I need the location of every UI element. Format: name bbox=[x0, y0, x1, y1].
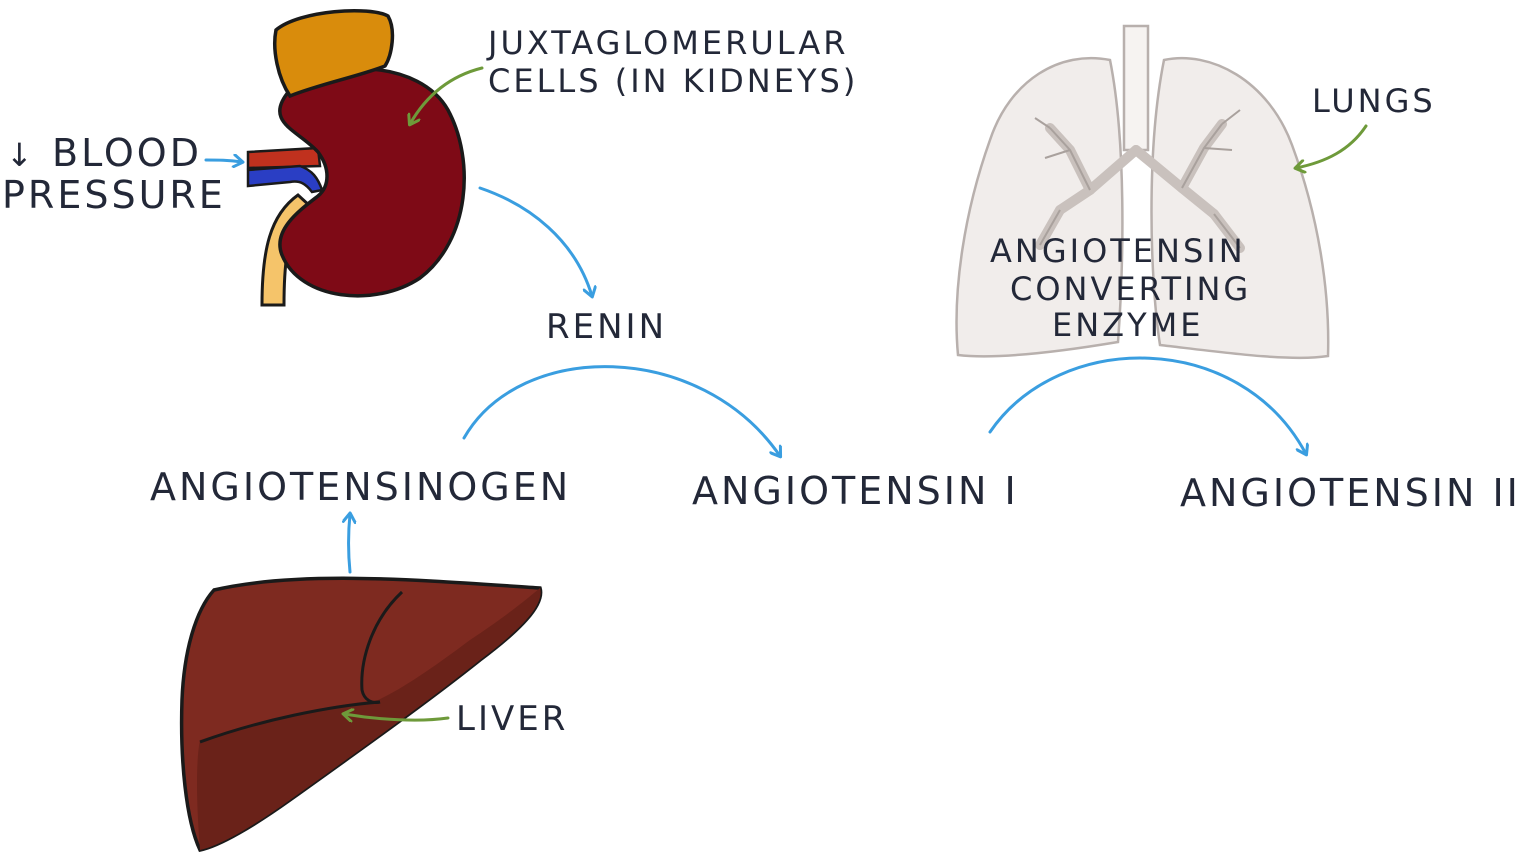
ace-label-line3: ENZYME bbox=[1052, 306, 1203, 344]
adrenal-gland bbox=[273, 8, 395, 99]
liver-pointer bbox=[344, 714, 450, 720]
kidney-illustration bbox=[246, 8, 466, 307]
liver-lobe-line bbox=[199, 700, 381, 744]
kidney-to-renin-arrow bbox=[478, 186, 592, 296]
left-lung bbox=[955, 56, 1124, 358]
lungs-illustration bbox=[955, 24, 1330, 360]
ace-label-line2: CONVERTING bbox=[1010, 270, 1251, 308]
angiotensinogen-to-angiotensin-1-arrow bbox=[462, 365, 780, 456]
angiotensin-1-to-angiotensin-2-arrow bbox=[988, 356, 1306, 454]
liver-label: LIVER bbox=[456, 699, 568, 739]
jg-cells-label-line1: JUXTAGLOMERULAR bbox=[486, 24, 848, 62]
renin-label: RENIN bbox=[546, 307, 667, 347]
trachea bbox=[1122, 24, 1150, 152]
blood-pressure-arrow: ↓ bbox=[6, 136, 36, 174]
right-lung bbox=[1150, 56, 1330, 360]
blood-pressure-label-line1: BLOOD bbox=[52, 131, 202, 175]
blood-pressure-label-line2: PRESSURE bbox=[2, 173, 226, 217]
renal-vein bbox=[246, 164, 324, 194]
angiotensinogen-label: ANGIOTENSINOGEN bbox=[150, 465, 571, 509]
liver-lobe-shadow bbox=[197, 588, 541, 850]
jg-cells-label-line2: CELLS (IN KIDNEYS) bbox=[488, 62, 858, 100]
liver-to-angiotensinogen-arrow bbox=[349, 514, 351, 574]
lungs-pointer bbox=[1296, 124, 1368, 168]
ace-label-line1: ANGIOTENSIN bbox=[990, 232, 1246, 270]
renal-artery bbox=[246, 146, 322, 170]
blood-pressure-pointer bbox=[204, 160, 242, 162]
liver-illustration bbox=[179, 576, 543, 852]
angiotensin-2-label: ANGIOTENSIN II bbox=[1180, 471, 1521, 515]
lungs-label: LUNGS bbox=[1312, 82, 1436, 120]
angiotensin-1-label: ANGIOTENSIN I bbox=[692, 469, 1019, 513]
jg-cells-pointer bbox=[410, 66, 484, 124]
